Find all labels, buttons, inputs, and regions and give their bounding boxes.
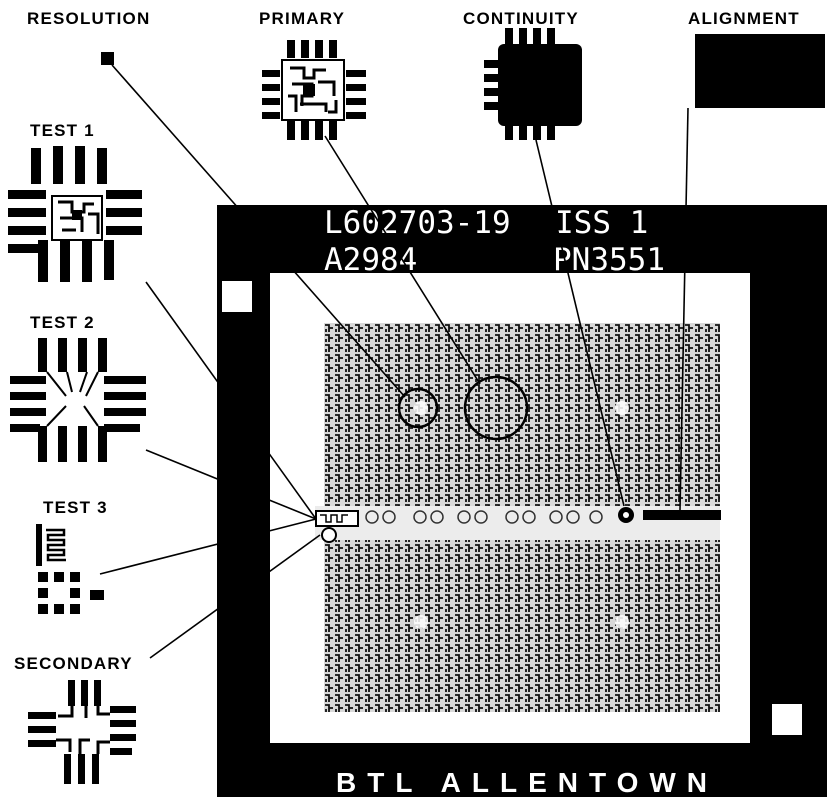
mask-footer-label: BTL ALLENTOWN bbox=[336, 767, 718, 797]
secondary-structure bbox=[321, 527, 337, 543]
primary-thumbnail bbox=[262, 40, 366, 140]
label-secondary: SECONDARY bbox=[14, 654, 133, 673]
corner-square-top-left bbox=[222, 281, 252, 312]
array-marker bbox=[615, 615, 629, 629]
resolution-highlight-circle bbox=[397, 387, 439, 429]
leader-test-2 bbox=[145, 449, 317, 520]
array-marker bbox=[615, 401, 629, 415]
cell-array-upper bbox=[324, 323, 720, 506]
label-test-3: TEST 3 bbox=[43, 498, 108, 517]
mask-code-line1-right: ISS 1 bbox=[555, 205, 648, 241]
leader-lines bbox=[99, 64, 689, 659]
alignment-structure bbox=[643, 510, 721, 520]
label-primary: PRIMARY bbox=[259, 9, 346, 28]
continuity-thumbnail bbox=[484, 28, 582, 140]
leader-continuity bbox=[535, 139, 625, 507]
mask-code-line2-right: PN3551 bbox=[553, 242, 665, 278]
label-test-1: TEST 1 bbox=[30, 121, 95, 140]
corner-square-bottom-right bbox=[772, 704, 802, 735]
test-3-thumbnail bbox=[36, 524, 104, 614]
leader-primary bbox=[324, 135, 481, 385]
test-2-thumbnail bbox=[10, 338, 146, 462]
resolution-thumbnail bbox=[101, 52, 114, 65]
label-alignment: ALIGNMENT bbox=[688, 9, 800, 28]
alignment-thumbnail bbox=[695, 34, 825, 108]
label-resolution: RESOLUTION bbox=[27, 9, 151, 28]
secondary-thumbnail bbox=[28, 680, 136, 784]
test-strip bbox=[315, 506, 721, 543]
test-1-thumbnail bbox=[8, 146, 142, 282]
array-marker bbox=[414, 615, 428, 629]
array-marker bbox=[414, 401, 428, 415]
leader-alignment bbox=[679, 107, 689, 511]
cell-array-lower bbox=[324, 540, 720, 712]
mask-code-line1-left: L602703-19 bbox=[324, 205, 511, 241]
leader-test-3 bbox=[99, 518, 317, 575]
primary-highlight-circle bbox=[463, 375, 529, 441]
label-test-2: TEST 2 bbox=[30, 313, 95, 332]
leader-resolution bbox=[111, 64, 406, 398]
label-continuity: CONTINUITY bbox=[463, 9, 579, 28]
leader-test-1 bbox=[145, 281, 317, 520]
leader-secondary bbox=[149, 534, 321, 659]
